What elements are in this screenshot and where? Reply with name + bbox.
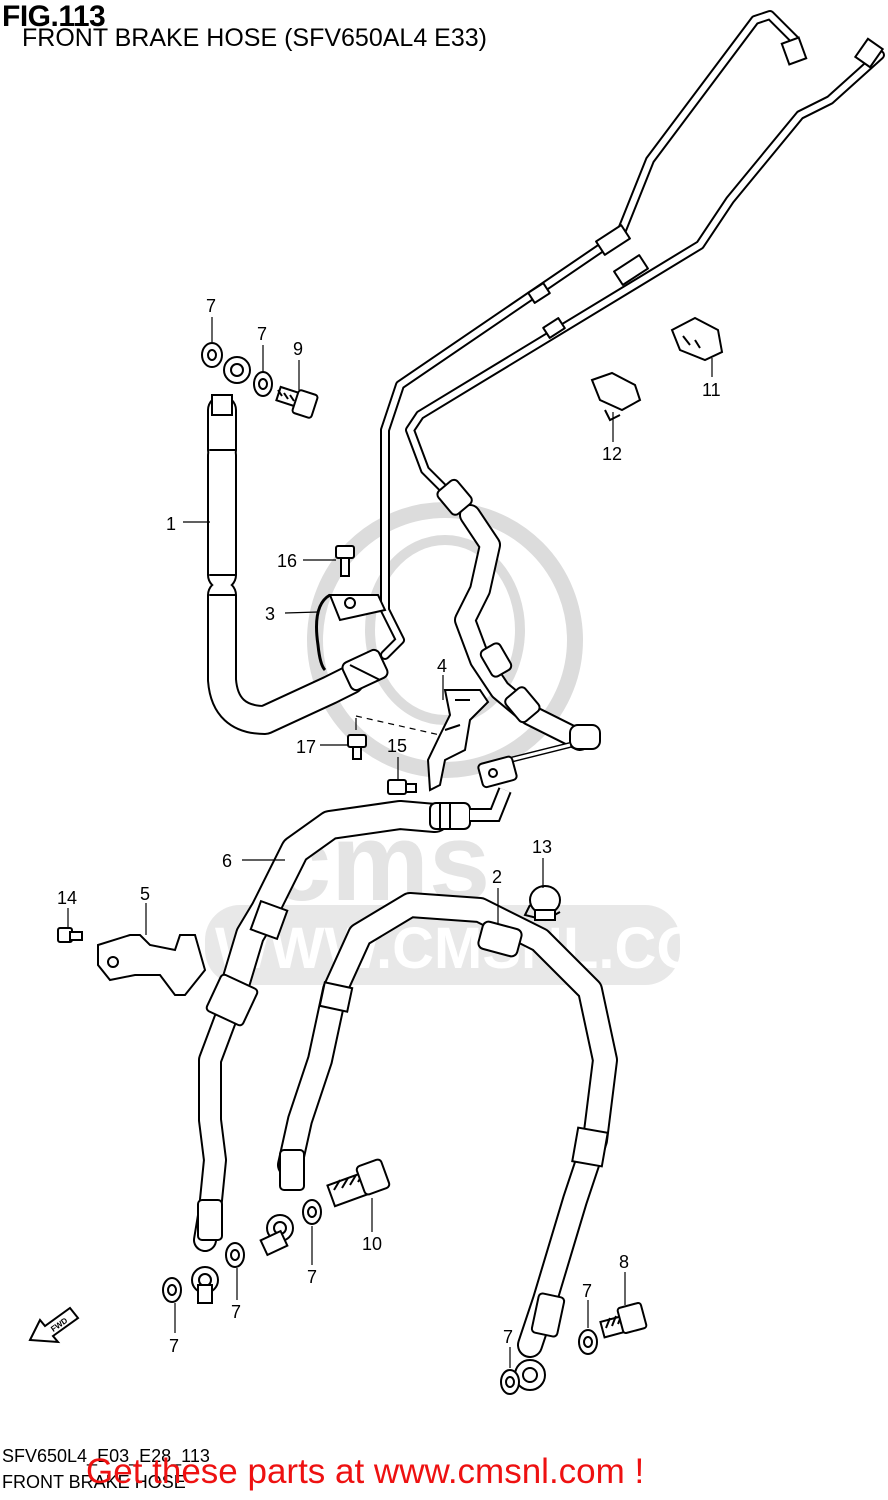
callout-7-f: 7 <box>582 1281 592 1301</box>
pipe-sleeves <box>527 224 649 339</box>
bracket-4 <box>426 689 490 792</box>
union-bolt-9 <box>275 385 319 419</box>
brake-hose-1 <box>207 395 365 735</box>
lower-hose-fitting-a <box>197 1199 223 1241</box>
union-bolt-8 <box>599 1302 648 1339</box>
callout-3: 3 <box>265 604 275 624</box>
callout-7-c: 7 <box>169 1336 179 1356</box>
callout-4: 4 <box>437 656 447 676</box>
hose-connector-upper <box>436 478 473 516</box>
brake-pipe-upper-right <box>405 50 885 495</box>
callout-16: 16 <box>277 551 297 571</box>
callout-13: 13 <box>532 837 552 857</box>
callout-17: 17 <box>296 737 316 757</box>
callout-11: 11 <box>702 380 721 400</box>
callout-labels: 1 2 3 4 5 6 7 7 7 7 7 7 7 8 9 10 11 12 1… <box>57 296 721 1356</box>
figure-subtitle: FRONT BRAKE HOSE (SFV650AL4 E33) <box>22 24 487 52</box>
fittings <box>191 36 885 1391</box>
callout-10: 10 <box>362 1234 382 1254</box>
hose-2-grommet <box>477 920 523 958</box>
callout-9: 9 <box>293 339 303 359</box>
diagram-name: FRONT BRAKE HOSE <box>2 1472 186 1492</box>
bracket-5 <box>97 934 207 996</box>
hose-joint-fitting <box>341 648 389 692</box>
callout-7-d: 7 <box>231 1302 241 1322</box>
clamp-13 <box>523 885 561 922</box>
pipe-end-fitting-left <box>780 36 808 66</box>
clamp-12 <box>590 371 642 422</box>
brake-pipe-upper-left <box>380 10 800 660</box>
callout-6: 6 <box>222 851 232 871</box>
callout-5: 5 <box>140 884 150 904</box>
pipe-end-fitting-right <box>853 37 885 69</box>
lower-hose-fitting-c <box>530 1292 566 1338</box>
bolt-15 <box>387 779 417 795</box>
callout-7-e: 7 <box>307 1267 317 1287</box>
hose-lines <box>193 10 885 1358</box>
callout-15: 15 <box>387 736 407 756</box>
bolt-14 <box>57 927 83 943</box>
fwd-arrow-icon: FWD <box>28 1306 80 1344</box>
callout-1: 1 <box>166 514 176 534</box>
bolt-16 <box>335 545 355 577</box>
get-parts-link[interactable]: Get these parts at www.cmsnl.com ! <box>86 1452 645 1491</box>
clamp-3 <box>315 593 387 672</box>
callout-14: 14 <box>57 888 77 908</box>
union-bolt-10 <box>326 1158 391 1208</box>
diagram-code: SFV650L4_E03_E28_113 <box>2 1446 210 1466</box>
bolt-17 <box>347 734 367 760</box>
brake-hose-2 <box>277 892 618 1358</box>
hose-mid-fitting-left <box>205 973 259 1027</box>
callout-7-b: 7 <box>257 324 267 344</box>
figure-number: FIG.113 <box>2 0 106 33</box>
callout-7-g: 7 <box>503 1327 513 1347</box>
leader-lines <box>67 317 713 1368</box>
callout-7-a: 7 <box>206 296 216 316</box>
callout-2: 2 <box>492 867 502 887</box>
hose-elbow-right <box>569 724 601 750</box>
lower-hose-fitting-b <box>279 1149 305 1191</box>
clamp-11 <box>670 316 724 362</box>
callout-12: 12 <box>602 444 622 464</box>
callout-8: 8 <box>619 1252 629 1272</box>
